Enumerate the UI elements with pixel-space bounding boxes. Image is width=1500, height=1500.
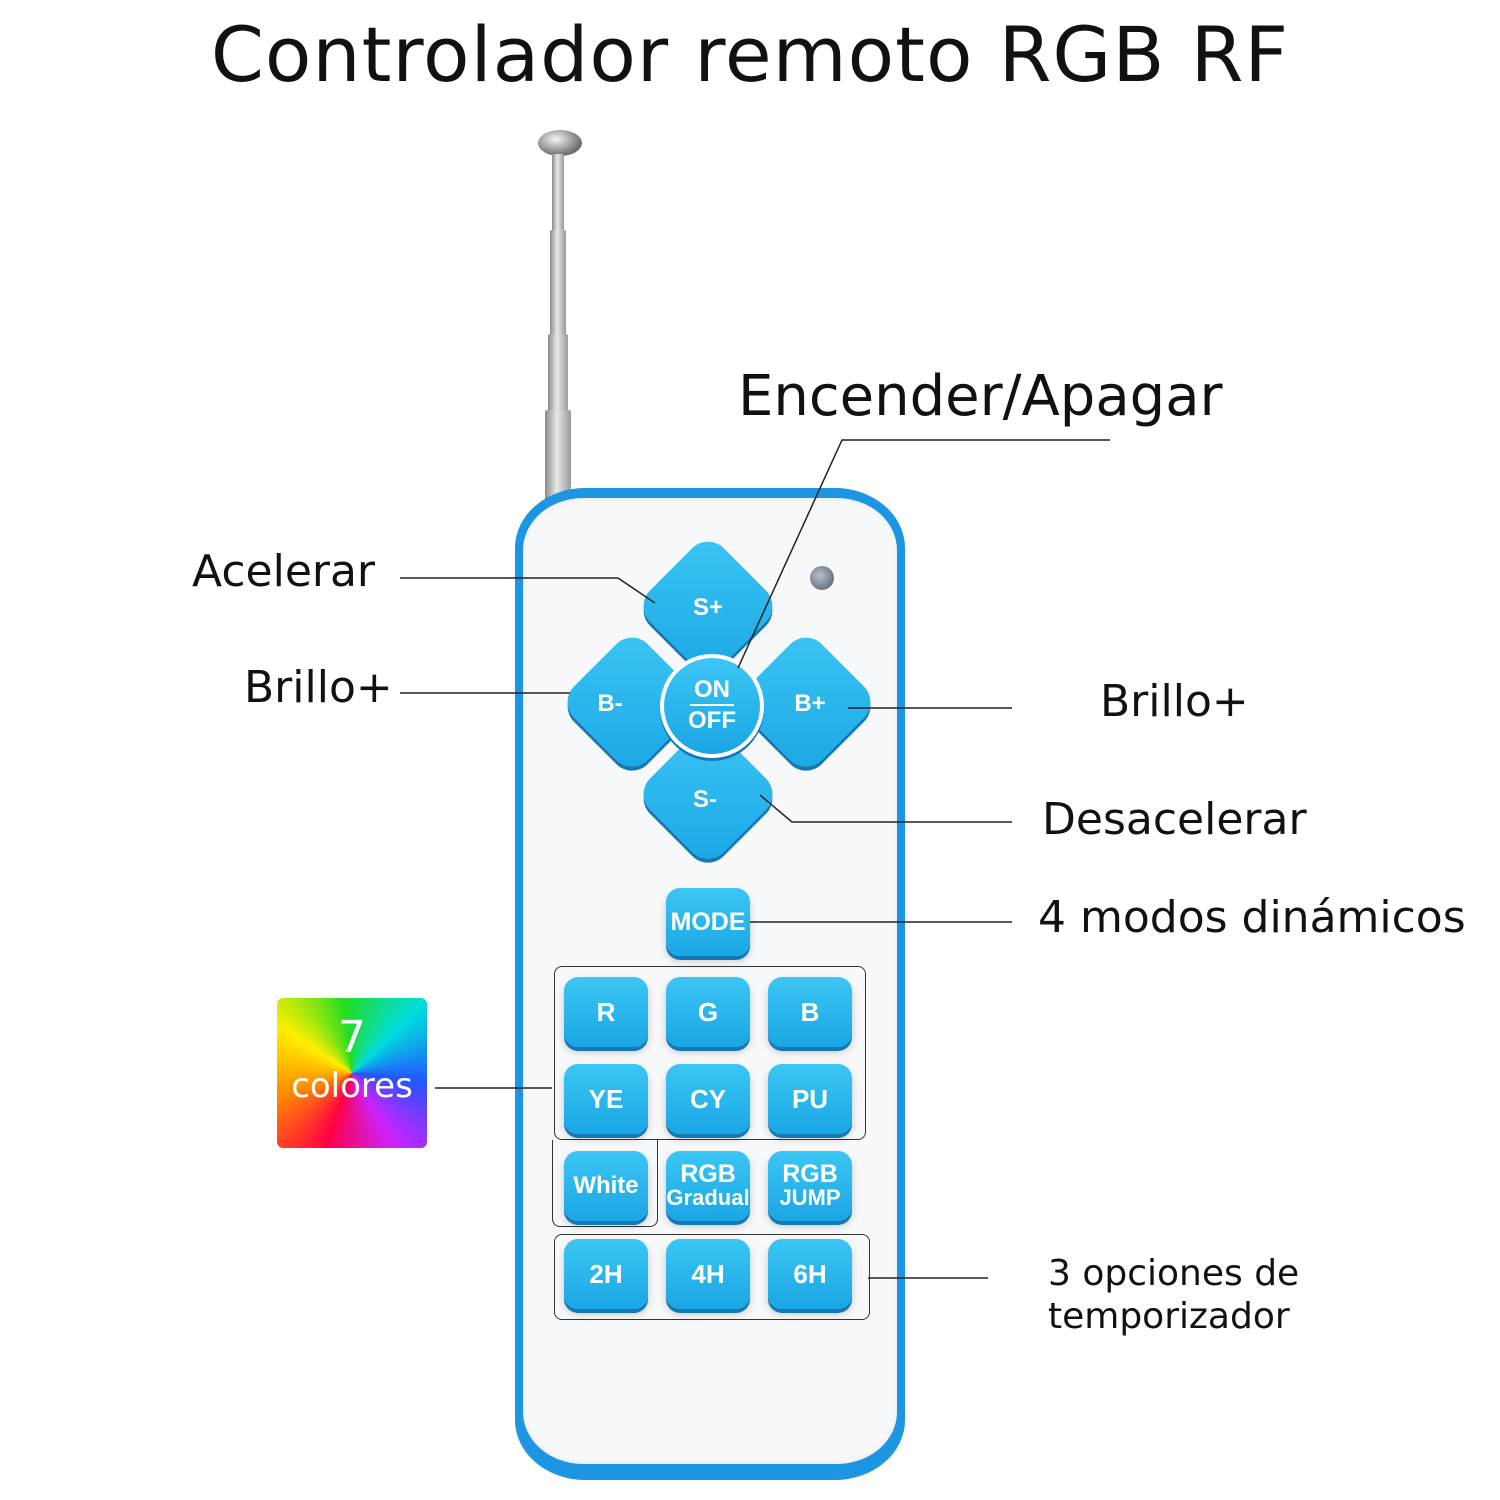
timer-button-4h[interactable]: 4H: [666, 1239, 750, 1309]
label-brightness-left: Brillo+: [244, 662, 393, 713]
antenna-segment: [552, 154, 564, 234]
mode-button[interactable]: MODE: [666, 888, 750, 956]
timer-button-6h[interactable]: 6H: [768, 1239, 852, 1309]
timer-group-outline: [554, 1234, 870, 1320]
power-button[interactable]: ON OFF: [660, 654, 764, 758]
color-button-g[interactable]: G: [666, 977, 750, 1047]
color-button-cy[interactable]: CY: [666, 1064, 750, 1134]
color-group-outline-white: [552, 1140, 658, 1227]
brightness-up-label: B+: [794, 690, 826, 717]
label-speed-up: Acelerar: [192, 546, 376, 597]
badge-text: colores: [291, 1066, 413, 1106]
rgb-jump-top: RGB: [782, 1160, 838, 1188]
color-button-white[interactable]: White: [564, 1151, 648, 1221]
color-button-r[interactable]: R: [564, 977, 648, 1047]
brightness-down-label: B-: [597, 690, 623, 717]
page-title: Controlador remoto RGB RF: [210, 10, 1290, 99]
label-timer-line1: 3 opciones de: [1048, 1253, 1300, 1294]
label-modes: 4 modos dinámicos: [1038, 892, 1466, 943]
callout-power-line: [737, 439, 1110, 669]
callout-speed-down-line: [759, 794, 1012, 823]
antenna-segment: [550, 230, 566, 338]
speed-up-label: S+: [692, 594, 724, 621]
timer-button-2h[interactable]: 2H: [564, 1239, 648, 1309]
color-group-outline: [554, 966, 866, 1140]
antenna-segment: [548, 334, 568, 414]
label-timer-line2: temporizador: [1048, 1296, 1290, 1337]
power-on-label: ON: [690, 676, 734, 706]
power-off-label: OFF: [688, 707, 736, 734]
badge-number: 7: [338, 1012, 366, 1063]
color-button-b[interactable]: B: [768, 977, 852, 1047]
speed-down-label: S-: [693, 786, 717, 813]
antenna-tip: [538, 130, 582, 156]
label-speed-down: Desacelerar: [1042, 794, 1307, 845]
callout-speed-up-line: [400, 577, 656, 604]
label-power: Encender/Apagar: [738, 364, 1223, 429]
rgb-gradual-top: RGB: [680, 1160, 736, 1188]
seven-colors-badge: 7 colores: [277, 998, 427, 1148]
color-button-ye[interactable]: YE: [564, 1064, 648, 1134]
label-timer: 3 opciones de temporizador: [1048, 1252, 1348, 1338]
label-brightness-right: Brillo+: [1100, 676, 1249, 727]
rgb-gradual-bottom: Gradual: [666, 1185, 750, 1210]
rgb-jump-bottom: JUMP: [779, 1185, 841, 1210]
color-button-pu[interactable]: PU: [768, 1064, 852, 1134]
indicator-led: [810, 566, 834, 590]
